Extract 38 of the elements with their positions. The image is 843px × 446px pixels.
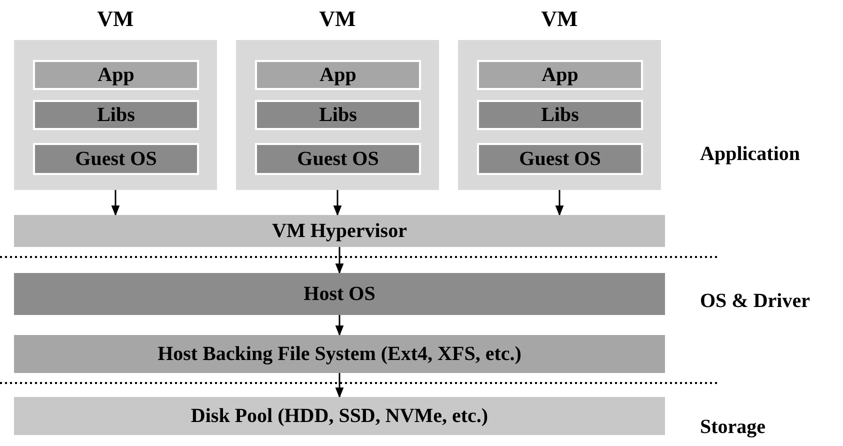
layer-label: Libs bbox=[541, 104, 579, 126]
layer-bar bbox=[14, 397, 665, 435]
layer-label: Libs bbox=[97, 104, 135, 126]
layer-label: App bbox=[542, 64, 578, 86]
arrow bbox=[335, 315, 344, 336]
arrow bbox=[555, 190, 564, 216]
layer-box bbox=[33, 143, 199, 175]
layer-caption: Storage bbox=[700, 416, 766, 439]
layer-label: VM Hypervisor bbox=[272, 220, 407, 242]
layer-box bbox=[255, 100, 421, 130]
layer-box bbox=[33, 100, 199, 130]
vm-heading: VM bbox=[540, 6, 579, 32]
layer-label: Libs bbox=[319, 104, 357, 126]
layer-label: App bbox=[98, 64, 134, 86]
layer-label: Guest OS bbox=[297, 148, 379, 170]
arrow bbox=[335, 373, 344, 398]
layer-box bbox=[255, 143, 421, 175]
layer-caption: Application bbox=[700, 143, 800, 166]
vm-heading: VM bbox=[318, 6, 357, 32]
layer-box bbox=[477, 143, 643, 175]
layer-label: App bbox=[320, 64, 356, 86]
layer-box bbox=[477, 60, 643, 90]
arrow bbox=[111, 190, 120, 216]
layer-label: Guest OS bbox=[519, 148, 601, 170]
layer-label: Host OS bbox=[304, 282, 376, 306]
layer-label: Host Backing File System (Ext4, XFS, etc.) bbox=[158, 342, 522, 366]
layer-bar bbox=[14, 273, 665, 315]
layer-box bbox=[33, 60, 199, 90]
vm-heading: VM bbox=[96, 6, 135, 32]
arrow bbox=[335, 247, 344, 274]
layer-bar bbox=[14, 215, 665, 247]
layer-box bbox=[477, 100, 643, 130]
layer-label: Disk Pool (HDD, SSD, NVMe, etc.) bbox=[190, 404, 488, 428]
layer-bar bbox=[14, 335, 665, 373]
layer-caption: OS & Driver bbox=[700, 290, 810, 313]
layer-box bbox=[255, 60, 421, 90]
arrow bbox=[333, 190, 342, 216]
layer-label: Guest OS bbox=[75, 148, 157, 170]
